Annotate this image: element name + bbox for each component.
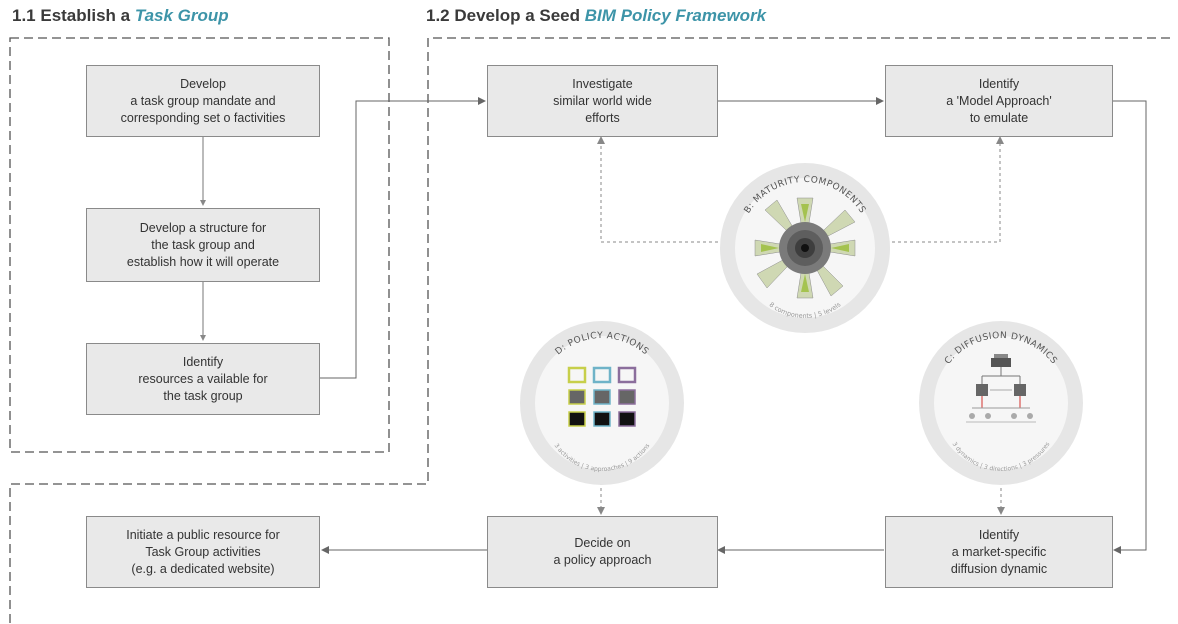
box-identify-resources: Identify resources a vailable for the ta…: [86, 343, 320, 415]
box-line: Decide on: [574, 536, 631, 550]
section-title-prefix: 1.1 Establish a: [12, 6, 135, 25]
box-line: Identify: [182, 354, 224, 369]
box-line: a market-specific: [951, 544, 1047, 559]
arrow-resources-to-investigate: [320, 100, 484, 379]
box-line: diffusion dynamic: [950, 561, 1048, 576]
maturity-components-wheel: B: MATURITY COMPONENTS 8 components | 5 …: [720, 163, 890, 333]
box-line: Develop: [180, 76, 226, 91]
box-line: (e.g. a dedicated website): [131, 561, 275, 576]
box-line: establish how it will operate: [126, 254, 280, 269]
box-initiate-public-resource: Initiate a public resource for Task Grou…: [86, 516, 320, 588]
box-identify-model-approach: Identify a 'Model Approach' to emulate: [885, 65, 1113, 137]
box-line: Develop a structure for: [139, 220, 267, 235]
box-line: efforts: [585, 110, 620, 125]
box-line: the task group and: [151, 237, 255, 252]
section-title-emphasis: Task Group: [134, 6, 229, 25]
box-line: Task Group activities: [145, 544, 261, 559]
box-develop-mandate: Develop a task group mandate and corresp…: [86, 65, 320, 137]
diffusion-dynamics-wheel: C: DIFFUSION DYNAMICS 3 dynamics | 3 dir…: [919, 321, 1083, 485]
box-line: similar world wide: [553, 93, 652, 108]
section-title-task-group: 1.1 Establish a Task Group: [12, 6, 229, 26]
box-line: Identify: [978, 527, 1020, 542]
box-identify-diffusion-dynamic: Identify a market-specific diffusion dyn…: [885, 516, 1113, 588]
section-title-emphasis: BIM Policy Framework: [584, 6, 767, 25]
box-line: resources a vailable for: [138, 371, 268, 386]
policy-action-grid: [567, 366, 637, 427]
box-develop-structure: Develop a structure for the task group a…: [86, 208, 320, 282]
box-line: a policy approach: [553, 553, 652, 567]
frame-policy-framework: [9, 37, 1170, 624]
box-line: Identify: [978, 76, 1020, 91]
box-line: to emulate: [969, 110, 1029, 125]
box-line: a 'Model Approach': [946, 93, 1052, 108]
box-line: corresponding set o factivities: [120, 110, 286, 125]
policy-actions-wheel: D: POLICY ACTIONS 3 activities | 3 appro…: [520, 321, 684, 485]
box-investigate-efforts: Investigate similar world wide efforts: [487, 65, 718, 137]
frame-task-group: [9, 37, 390, 453]
section-title-policy-framework: 1.2 Develop a Seed BIM Policy Framework: [426, 6, 766, 26]
box-line: the task group: [163, 388, 243, 403]
box-line: Initiate a public resource for: [126, 527, 280, 542]
box-decide-policy-approach: Decide on a policy approach: [487, 516, 718, 588]
box-line: Investigate: [572, 76, 633, 91]
section-title-prefix: 1.2 Develop a Seed: [426, 6, 585, 25]
diffusion-tree-icon: [966, 354, 1036, 423]
box-line: a task group mandate and: [130, 93, 276, 108]
